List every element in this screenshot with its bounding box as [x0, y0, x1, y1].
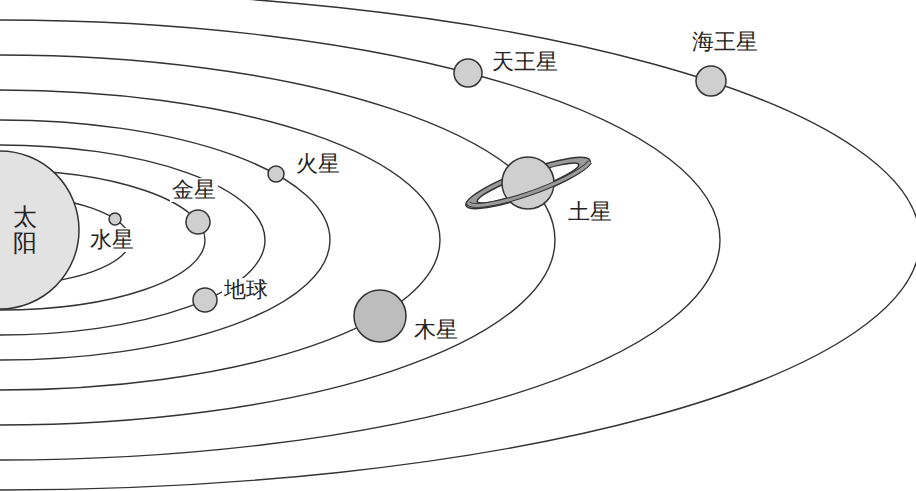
jupiter	[354, 290, 406, 342]
uranus	[454, 59, 482, 87]
mercury	[109, 213, 121, 225]
orbit	[0, 145, 265, 335]
planet-name: 土星	[566, 200, 614, 224]
planet-name: 火星	[294, 152, 342, 176]
earth	[193, 288, 217, 312]
planet-name: 金星	[170, 178, 218, 202]
orbit	[0, 20, 720, 460]
orbit	[0, 90, 440, 390]
mars	[268, 166, 284, 182]
planet-name: 地球	[222, 278, 270, 302]
venus	[186, 210, 210, 234]
planet-name: 木星	[412, 318, 460, 342]
planet-name: 海王星	[690, 30, 760, 54]
orbit	[0, 120, 330, 360]
orbit	[0, 55, 555, 425]
planet-name: 水星	[88, 228, 136, 252]
sun-label: 太阳	[13, 204, 37, 257]
sun-shape	[0, 150, 80, 310]
planet-name: 天王星	[490, 50, 560, 74]
neptune	[696, 66, 726, 96]
sun-circle: 太阳	[0, 150, 80, 310]
